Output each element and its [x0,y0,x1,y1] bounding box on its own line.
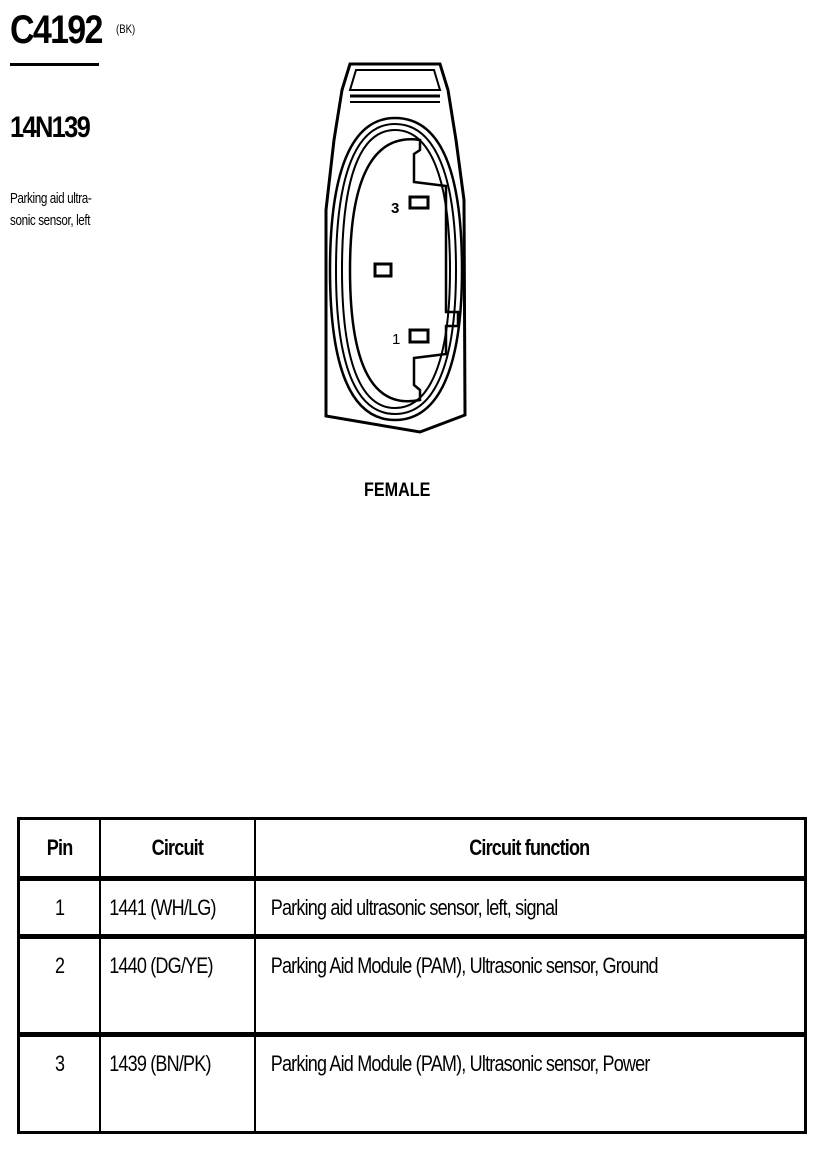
connector-face-diagram: 3 1 [324,62,467,434]
connector-color: (BK) [116,22,136,36]
circuit-cell: 1439 (BN/PK) [98,1034,256,1134]
circuit-function-cell: Parking Aid Module (PAM), Ultrasonic sen… [253,1034,807,1134]
column-header-pin: Pin [17,818,101,881]
pin-cell: 1 [17,878,101,939]
pin-cavity-3 [408,195,430,210]
table-row: 2 1440 (DG/YE) Parking Aid Module (PAM),… [17,936,807,1037]
connector-view-label: FEMALE [364,480,431,501]
part-number: 14N139 [10,111,91,144]
pin-cell: 2 [17,936,101,1037]
connector-description: Parking aid ultra- sonic sensor, left [10,188,135,232]
table-row: 3 1439 (BN/PK) Parking Aid Module (PAM),… [17,1034,807,1134]
circuit-cell: 1441 (WH/LG) [98,878,256,939]
circuit-cell: 1440 (DG/YE) [98,936,256,1037]
circuit-function-cell: Parking Aid Module (PAM), Ultrasonic sen… [253,936,807,1037]
pin-cavity-2 [373,262,393,278]
circuit-function-cell: Parking aid ultrasonic sensor, left, sig… [253,878,807,939]
description-line-1: Parking aid ultra- [10,190,92,207]
pin-cavity-1 [408,328,430,344]
table-header-row: Pin Circuit Circuit function [17,818,807,881]
description-line-2: sonic sensor, left [10,212,91,229]
pin-label-1: 1 [392,331,400,348]
pin-table: Pin Circuit Circuit function 1 1441 (WH/… [17,817,807,1134]
table-row: 1 1441 (WH/LG) Parking aid ultrasonic se… [17,878,807,939]
connector-id: C4192 [10,8,103,52]
pin-label-3: 3 [391,200,399,217]
pin-cell: 3 [17,1034,101,1134]
column-header-circuit: Circuit [98,818,256,881]
connector-id-underline [10,63,99,66]
column-header-circuit-function: Circuit function [253,818,807,881]
